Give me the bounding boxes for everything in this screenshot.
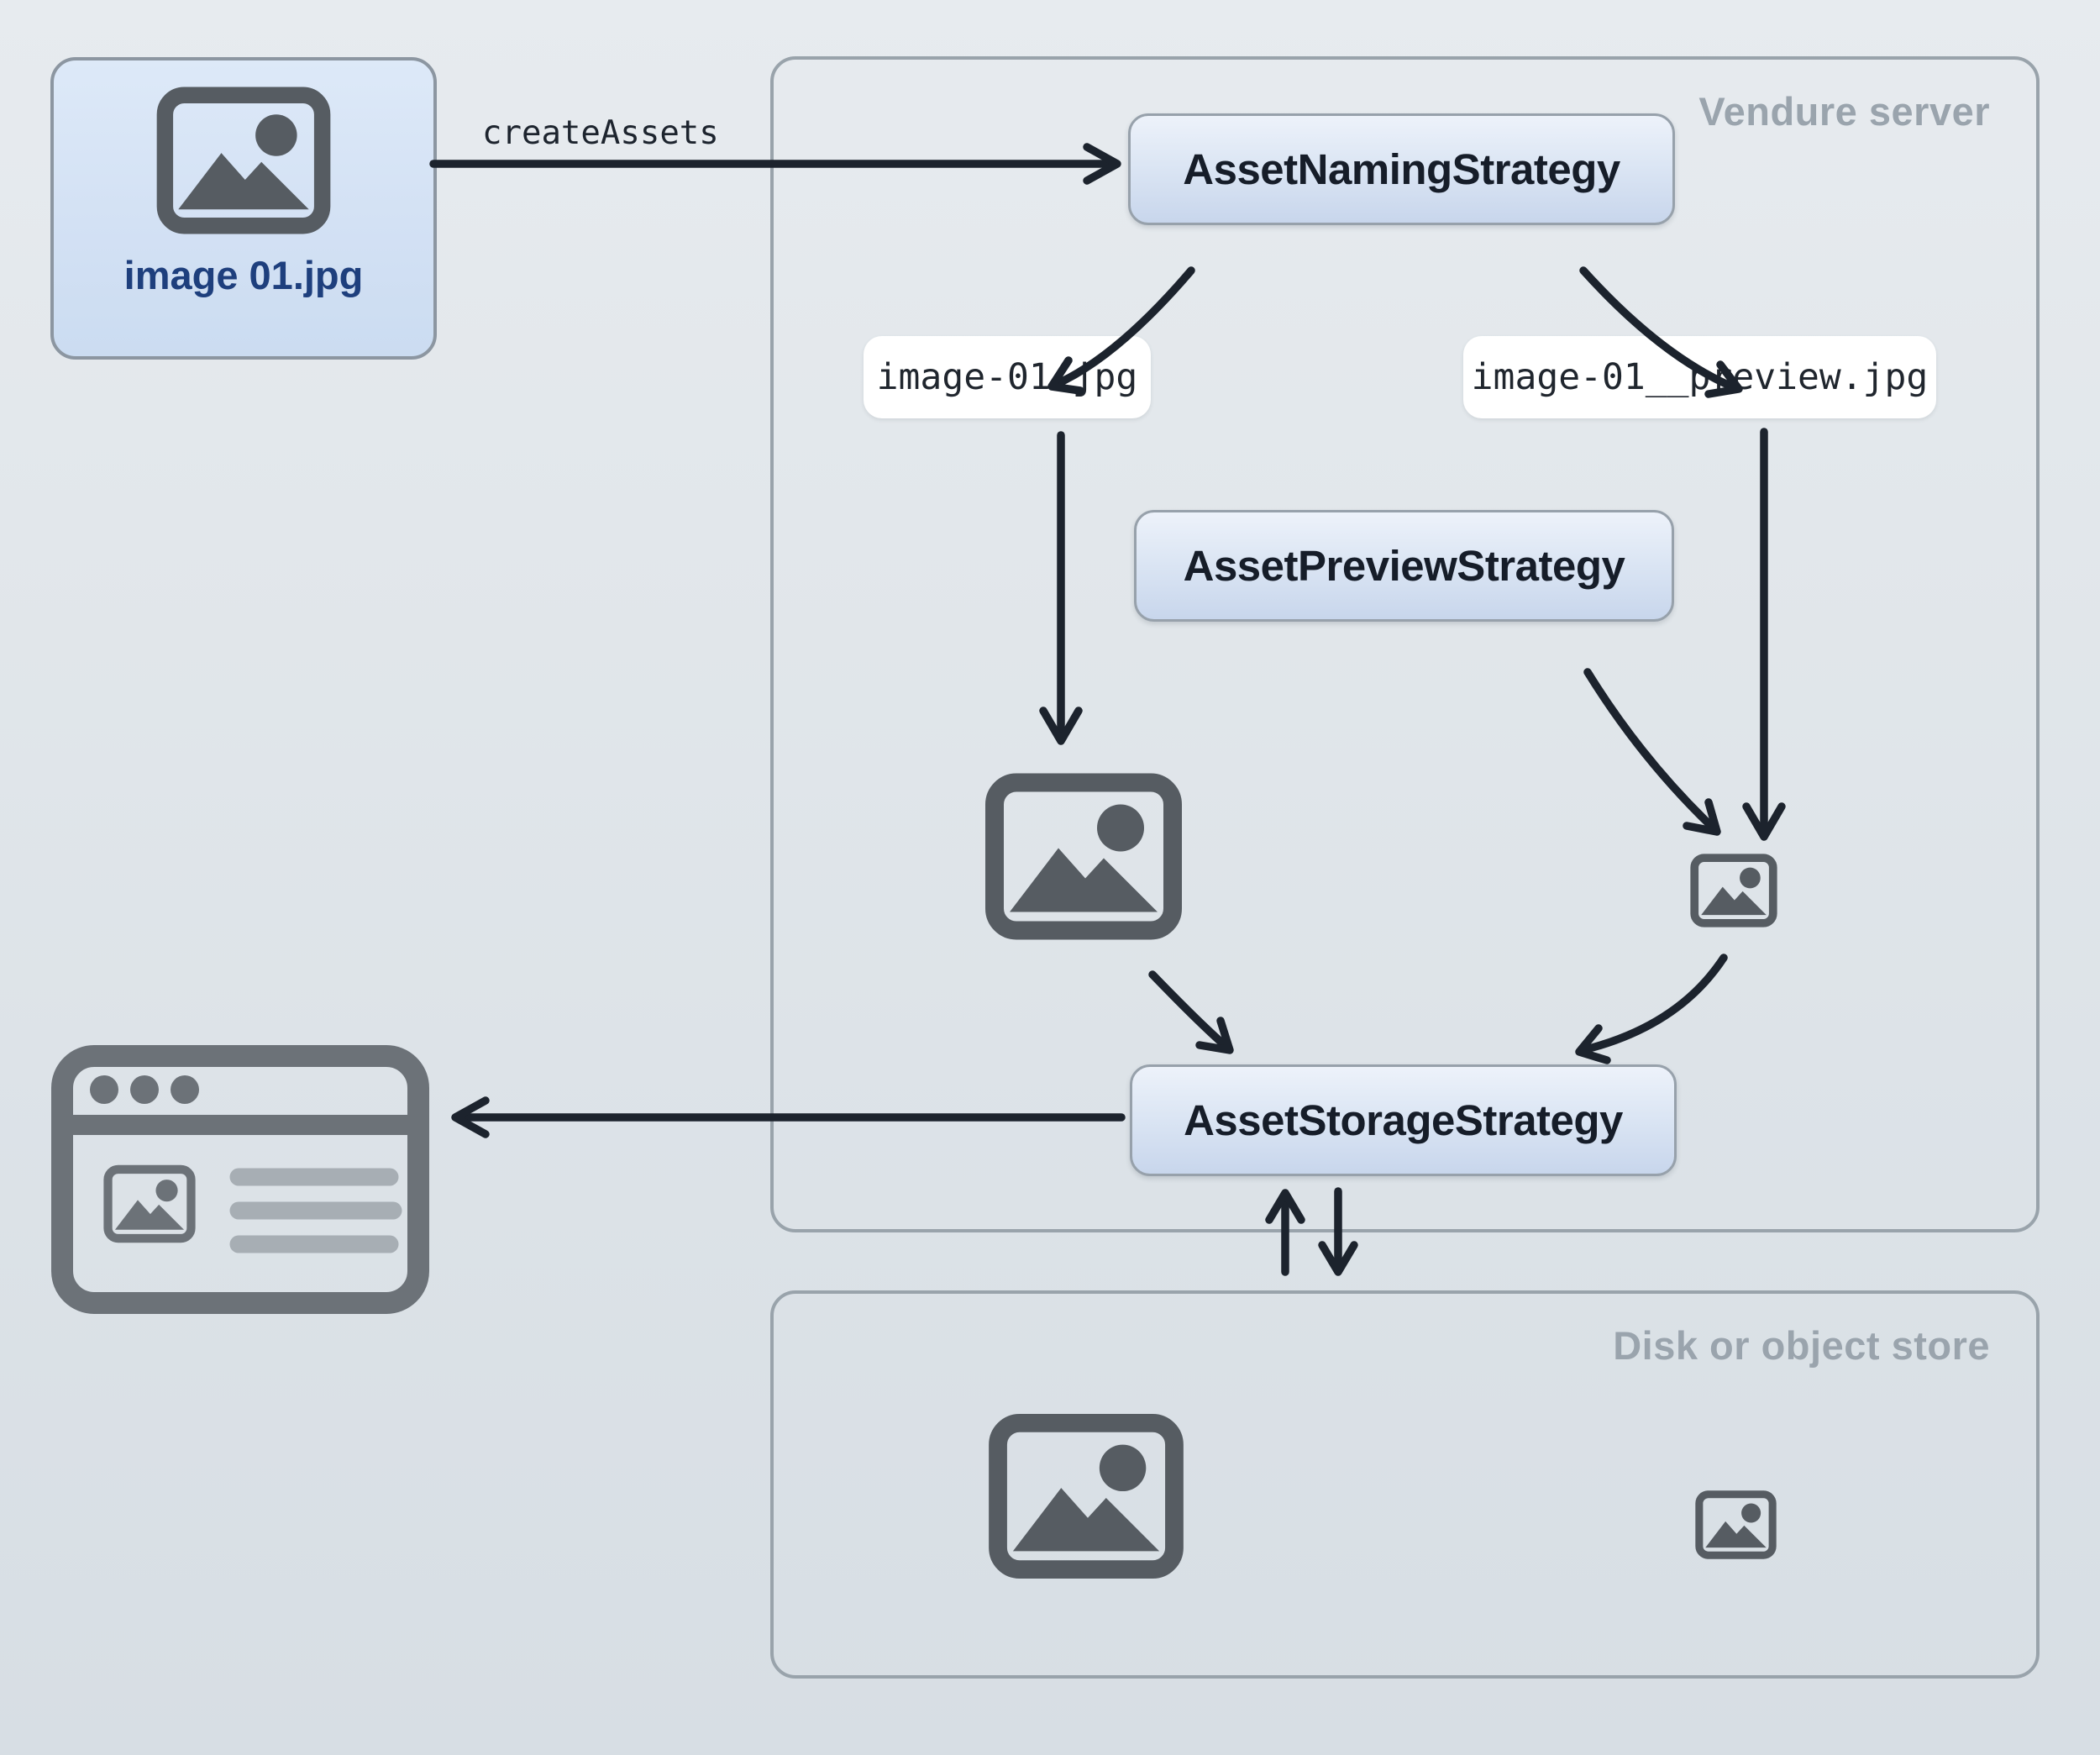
create-assets-label: createAssets: [482, 114, 719, 152]
source-file-label: image 01.jpg: [123, 253, 364, 297]
preview-asset-image-icon: [1688, 853, 1779, 928]
disk-store-title: Disk or object store: [1613, 1323, 1990, 1368]
disk-store-container: Disk or object store: [770, 1290, 2040, 1679]
original-asset-image-icon: [983, 770, 1184, 943]
source-file-box: image 01.jpg: [50, 57, 437, 360]
browser-window-icon: [51, 1045, 429, 1314]
original-filename-pill: image-01.jpg: [864, 336, 1151, 418]
stored-original-image-icon: [984, 1411, 1188, 1581]
asset-preview-strategy-box: AssetPreviewStrategy: [1134, 510, 1674, 622]
asset-storage-strategy-box: AssetStorageStrategy: [1130, 1064, 1677, 1176]
asset-naming-strategy-box: AssetNamingStrategy: [1128, 113, 1675, 225]
vendure-server-container: Vendure server: [770, 56, 2040, 1232]
stored-preview-image-icon: [1693, 1490, 1778, 1560]
source-image-icon: [155, 84, 333, 237]
vendure-server-title: Vendure server: [1698, 89, 1990, 134]
preview-filename-pill: image-01__preview.jpg: [1463, 336, 1936, 418]
